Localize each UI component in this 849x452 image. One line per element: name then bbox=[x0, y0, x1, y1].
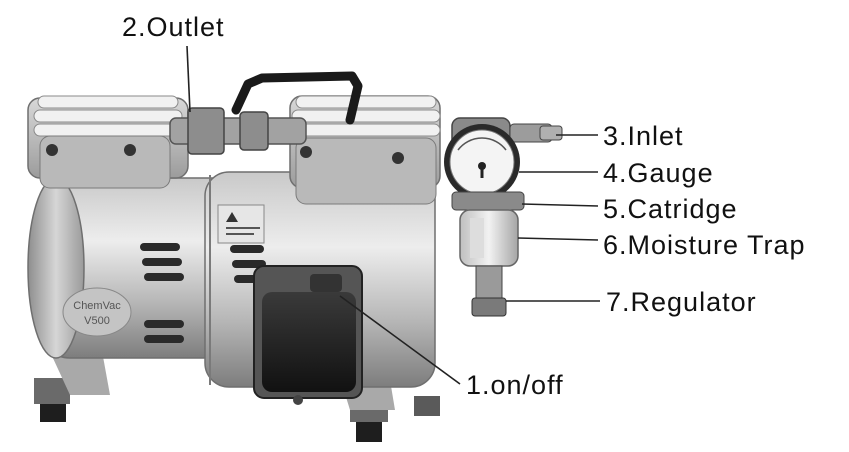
leader-outlet bbox=[186, 45, 191, 113]
callout-moisture-trap: 6.Moisture Trap bbox=[603, 230, 806, 260]
leader-lines bbox=[186, 45, 600, 385]
callout-inlet: 3.Inlet bbox=[603, 121, 684, 151]
svg-text:ChemVac: ChemVac bbox=[73, 300, 121, 312]
outlet-fitting bbox=[169, 71, 363, 155]
leader-cartridge bbox=[521, 203, 599, 207]
callout-on-off: 1.on/off bbox=[466, 370, 564, 400]
pump-head-left bbox=[27, 95, 189, 189]
callout-gauge: 4.Gauge bbox=[603, 158, 714, 188]
product-badge: ChemVac V500 bbox=[62, 287, 132, 337]
callout-outlet: 2.Outlet bbox=[122, 12, 225, 42]
svg-text:V500: V500 bbox=[84, 315, 110, 327]
on-off-switch bbox=[253, 265, 363, 405]
callout-regulator: 7.Regulator bbox=[606, 287, 757, 317]
pump-head-right bbox=[289, 95, 441, 205]
leader-onoff bbox=[339, 295, 461, 385]
regulator-assembly bbox=[444, 117, 563, 317]
leader-trap bbox=[517, 237, 599, 241]
callout-cartridge: 5.Catridge bbox=[603, 194, 738, 224]
